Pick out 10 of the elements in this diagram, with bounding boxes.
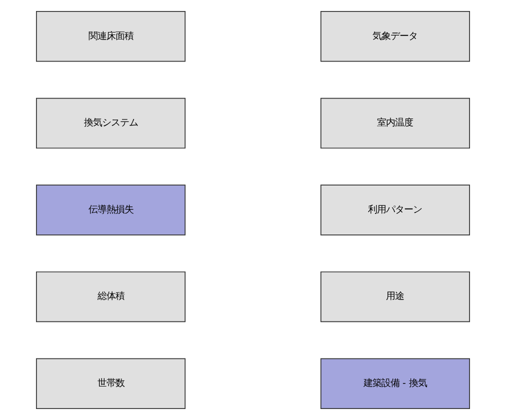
node-box: 気象データ <box>320 11 470 62</box>
node-box: 換気システム <box>36 98 186 149</box>
node-box: 関連床面積 <box>36 11 186 62</box>
node-box: 用途 <box>320 271 470 322</box>
node-box: 建築設備 - 換気 <box>320 358 470 409</box>
node-box: 室内温度 <box>320 98 470 149</box>
node-box: 伝導熱損失 <box>36 184 186 236</box>
node-box: 総体積 <box>36 271 186 322</box>
node-box: 世帯数 <box>36 358 186 409</box>
node-box: 利用パターン <box>320 184 470 236</box>
